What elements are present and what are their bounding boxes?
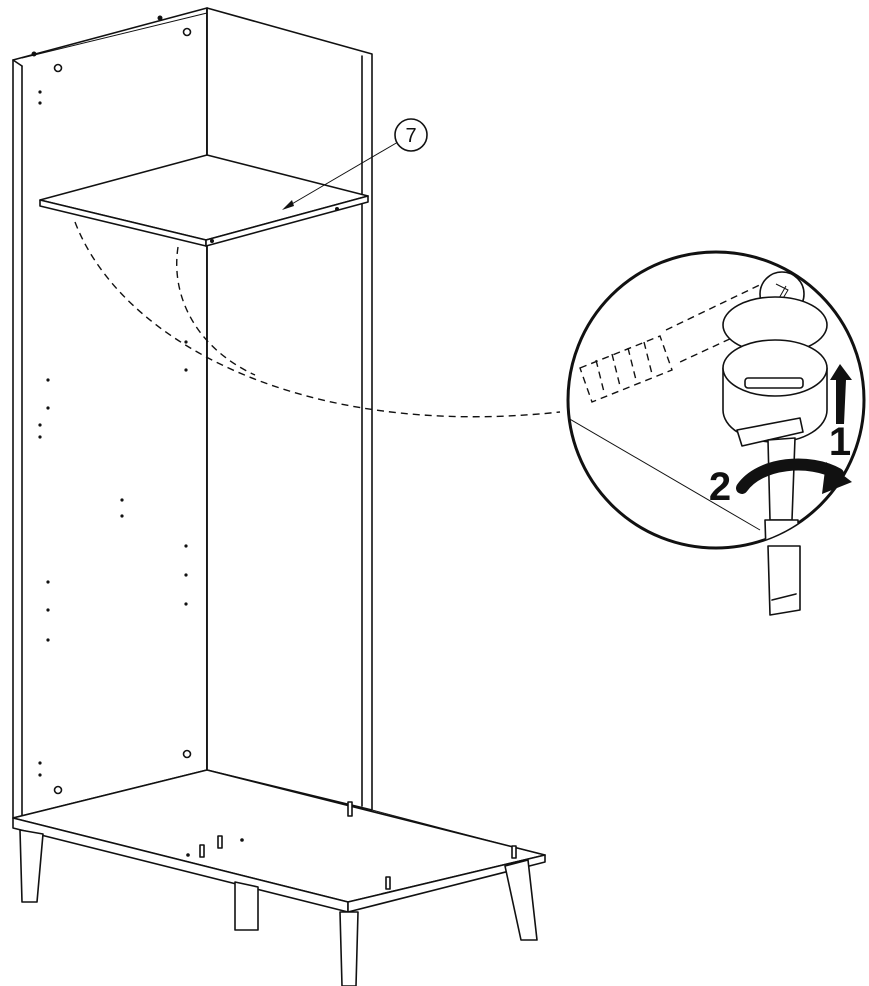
cam-hole — [53, 785, 63, 795]
leader-line — [284, 141, 399, 209]
cam-hole — [182, 749, 192, 759]
cabinet-base — [12, 769, 546, 986]
leg-back-right — [504, 859, 538, 941]
shelf-screw — [335, 207, 339, 211]
back-panel — [206, 7, 373, 811]
shelf-side-edge — [205, 195, 369, 247]
screwdriver-handle — [767, 545, 801, 616]
shelf-part — [39, 141, 399, 247]
base-side-edge — [347, 854, 546, 913]
screwdriver-tip — [767, 437, 796, 521]
part-callout: 7 — [394, 118, 428, 152]
part-number-label: 7 — [405, 125, 416, 147]
lift-arrow — [830, 364, 852, 424]
step-two-label: 2 — [709, 465, 731, 509]
cabinet-body — [12, 7, 373, 819]
callout-circle — [394, 118, 428, 152]
detail-panel-edge — [568, 417, 761, 531]
shelf-screw — [210, 239, 214, 243]
base-dowels — [186, 801, 517, 890]
step-one-label: 1 — [829, 420, 851, 464]
leader-arrow — [282, 200, 294, 210]
leg-back-left — [234, 881, 259, 931]
leg-front-right — [339, 911, 359, 986]
leg-front-left — [19, 829, 44, 903]
top-rail — [21, 12, 208, 59]
shelf-pin-holes — [38, 90, 188, 777]
cam-hole — [182, 27, 192, 37]
dowel — [579, 335, 673, 403]
detail-leaders — [74, 221, 561, 418]
detail-inset: 1 2 — [566, 250, 866, 616]
cam-slot — [744, 377, 804, 389]
top-screw — [157, 15, 163, 21]
dashed-curve-inner — [176, 246, 256, 376]
left-panel-top-edge — [12, 59, 23, 67]
top-screw — [31, 51, 37, 57]
left-side-panel — [12, 7, 208, 819]
cam-hole — [53, 63, 63, 73]
cam-bottom-slot — [736, 417, 804, 447]
screwdriver-handle-edge — [771, 593, 797, 601]
cam-lock — [722, 296, 828, 447]
rotate-arrow-head — [822, 462, 852, 494]
